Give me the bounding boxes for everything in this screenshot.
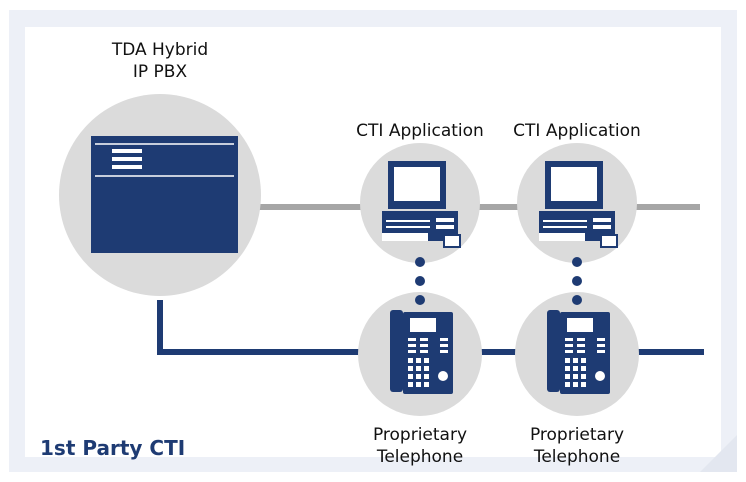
cti-label-2: CTI Application xyxy=(513,121,641,141)
cti-label-1: CTI Application xyxy=(356,121,484,141)
phone-label-1: Proprietary Telephone xyxy=(345,424,495,468)
page-fold xyxy=(700,435,737,472)
connector-dots-2 xyxy=(572,257,582,305)
phone-label-2: Proprietary Telephone xyxy=(502,424,652,468)
pbx-label-line1: TDA Hybrid xyxy=(111,40,209,60)
computer-icon xyxy=(382,161,461,248)
computer-icon xyxy=(539,161,618,248)
phone-label-1-line2: Telephone xyxy=(376,447,464,467)
pbx-label-line2: IP PBX xyxy=(132,62,188,82)
telephone-icon xyxy=(547,310,610,394)
connector-dots-1 xyxy=(415,257,425,305)
phone-label-2-line1: Proprietary xyxy=(529,425,625,445)
pbx-icon xyxy=(91,136,238,253)
phone-label-2-line2: Telephone xyxy=(533,447,621,467)
phone-label-1-line1: Proprietary xyxy=(372,425,468,445)
telephone-icon xyxy=(390,310,453,394)
pbx-label: TDA Hybrid IP PBX xyxy=(90,39,230,83)
diagram-title: 1st Party CTI xyxy=(40,436,186,460)
